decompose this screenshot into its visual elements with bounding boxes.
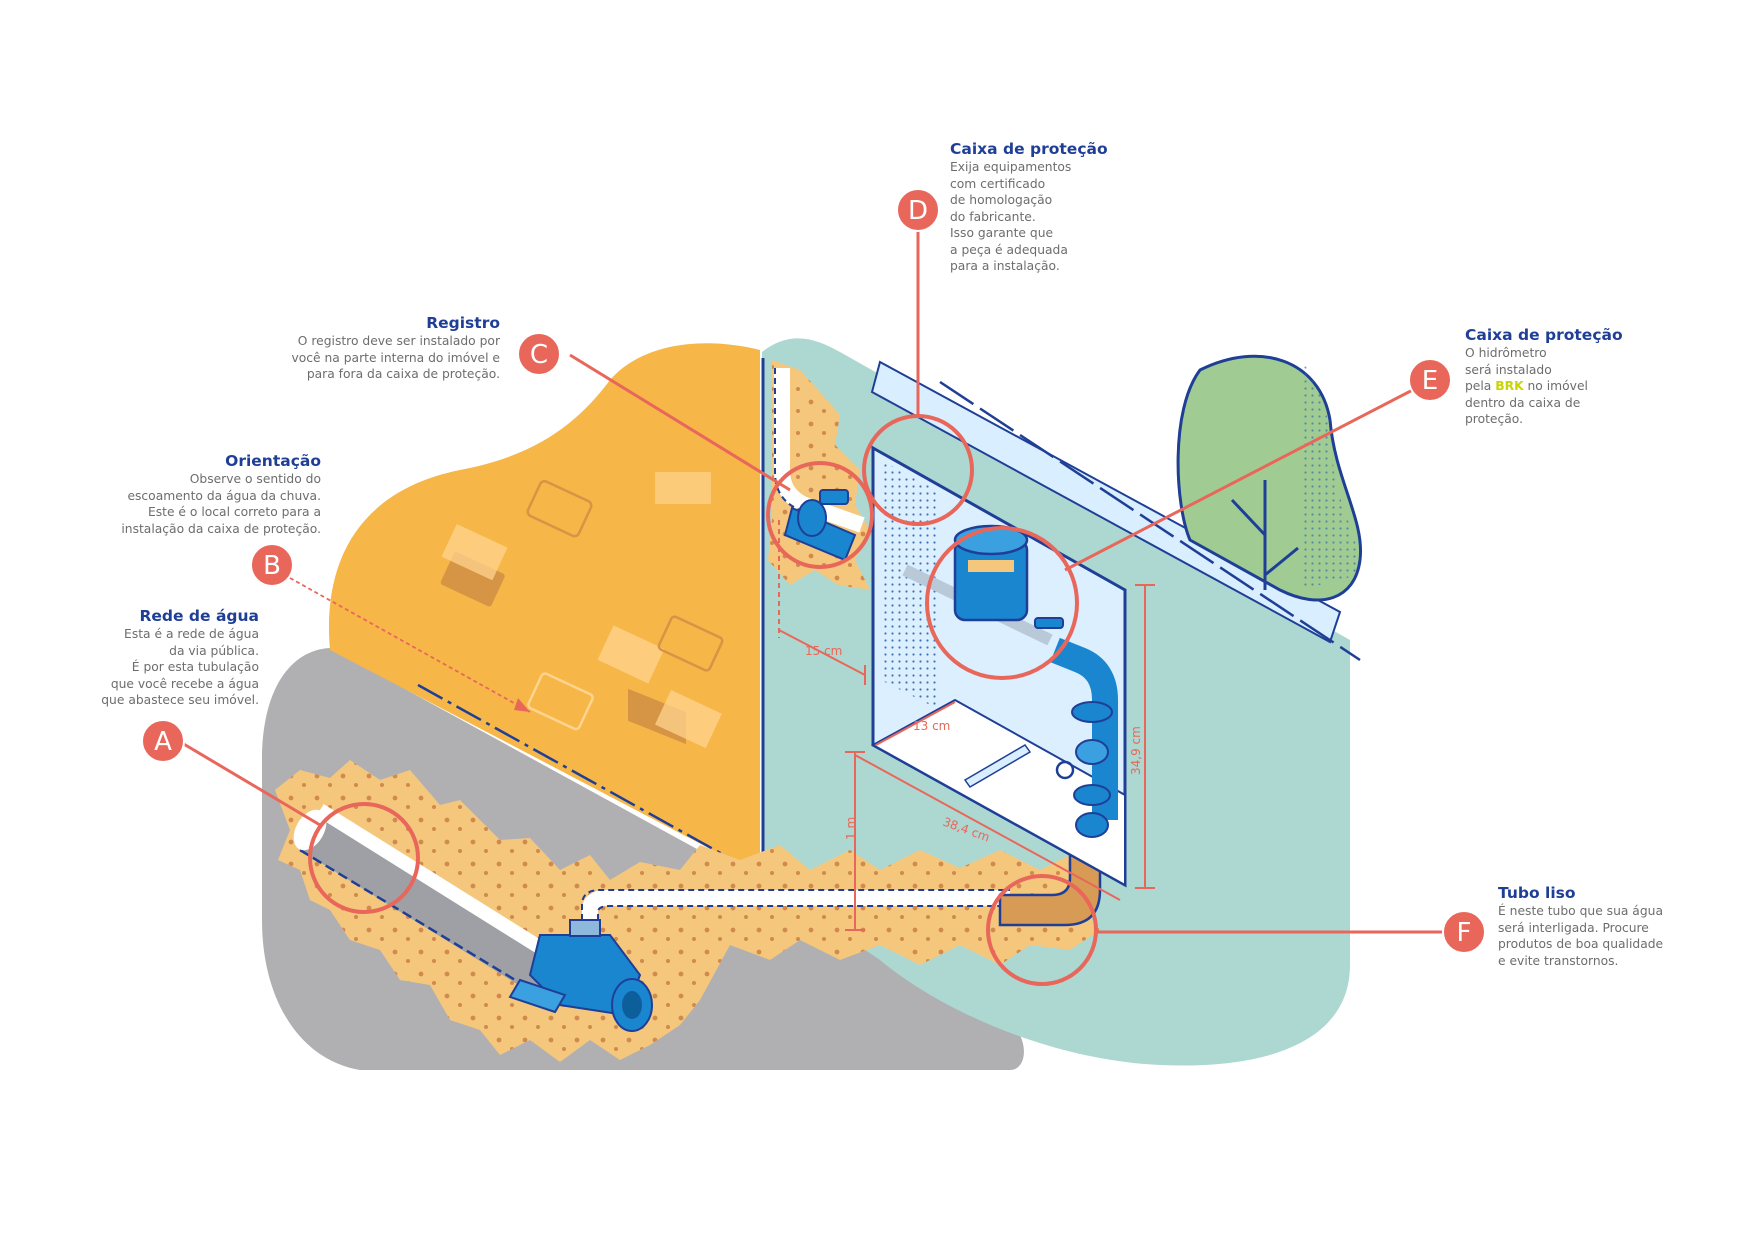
dimension-lines — [778, 520, 1155, 931]
marker-f: F — [1442, 910, 1486, 954]
callout-e-desc-after: no imóvel dentro da caixa de proteção. — [1465, 379, 1588, 426]
service-pipe — [581, 889, 1010, 930]
wall-bricks — [440, 472, 724, 749]
callout-d-desc: Exija equipamentos com certificado de ho… — [950, 160, 1072, 273]
orientation-arrow — [289, 577, 531, 713]
svg-text:B: B — [263, 551, 281, 581]
callout-d: Caixa de proteção Exija equipamentos com… — [950, 140, 1108, 275]
street-wall — [328, 343, 760, 875]
highlight-box-corner — [862, 414, 974, 526]
callout-b-desc: Observe o sentido do escoamento da água … — [121, 472, 321, 536]
registro-valve — [774, 368, 865, 562]
svg-text:F: F — [1457, 918, 1472, 948]
tapping-saddle — [508, 919, 653, 1032]
callout-e-desc-before: O hidrômetro será instalado pela — [1465, 346, 1552, 393]
highlight-water-main — [308, 802, 420, 914]
highlight-registro — [766, 461, 874, 569]
callout-a-desc: Esta é a rede de água da via pública. É … — [101, 627, 259, 707]
dim-13cm: 13 cm — [913, 719, 950, 733]
leader-lines — [176, 231, 1464, 934]
callout-d-title: Caixa de proteção — [950, 140, 1108, 158]
svg-text:A: A — [154, 727, 172, 757]
svg-text:D: D — [908, 196, 928, 226]
highlight-circles — [308, 414, 1098, 986]
highlight-tube — [986, 874, 1098, 986]
callout-b: Orientação Observe o sentido do escoamen… — [121, 452, 321, 537]
callout-f: Tubo liso É neste tubo que sua água será… — [1498, 884, 1663, 969]
marker-b: B — [250, 543, 294, 587]
callout-b-title: Orientação — [225, 452, 321, 470]
water-main-pipe — [293, 804, 564, 997]
callout-a: Rede de água Esta é a rede de água da vi… — [101, 607, 259, 709]
brk-brand: BRK — [1495, 379, 1524, 393]
marker-d: D — [896, 188, 940, 232]
callout-a-title: Rede de água — [139, 607, 259, 625]
marker-a: A — [141, 719, 185, 763]
callout-c-title: Registro — [426, 314, 500, 332]
tree — [1176, 354, 1363, 602]
marker-e: E — [1408, 358, 1452, 402]
callout-e-desc: O hidrômetro será instalado pela BRK no … — [1465, 345, 1623, 428]
callout-c-desc: O registro deve ser instalado por você n… — [291, 334, 500, 381]
callout-f-desc: É neste tubo que sua água será interliga… — [1498, 904, 1664, 968]
water-meter — [902, 524, 1118, 838]
svg-text:E: E — [1422, 366, 1438, 396]
dim-1m: 1 m — [844, 817, 858, 840]
dim-15cm: 15 cm — [805, 644, 842, 658]
svg-text:C: C — [530, 340, 548, 370]
callout-e-title: Caixa de proteção — [1465, 326, 1623, 344]
highlight-meter — [925, 526, 1079, 680]
marker-c: C — [517, 332, 561, 376]
callout-f-title: Tubo liso — [1498, 884, 1576, 902]
callout-c: Registro O registro deve ser instalado p… — [291, 314, 500, 383]
callout-e: Caixa de proteção O hidrômetro será inst… — [1465, 326, 1623, 428]
dim-34-9cm: 34,9 cm — [1129, 726, 1143, 775]
